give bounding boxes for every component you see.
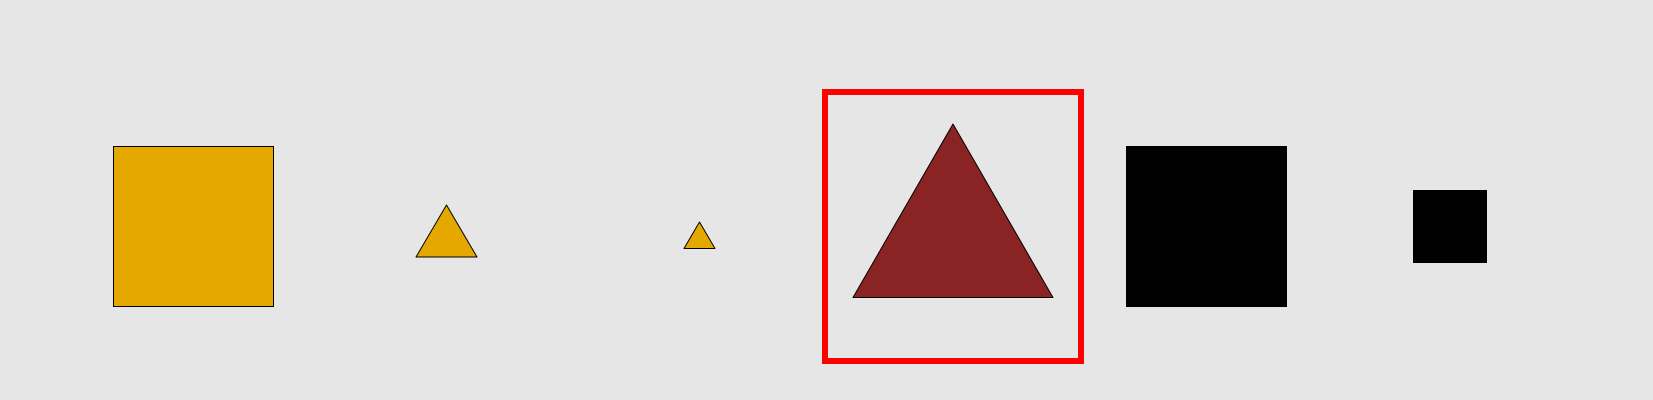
black-square-small — [1413, 190, 1487, 263]
dark-red-triangle — [852, 123, 1054, 298]
selection-box — [822, 89, 1084, 364]
orange-triangle-small — [683, 221, 716, 249]
orange-square — [113, 146, 274, 307]
orange-triangle-medium — [415, 204, 478, 258]
black-square-large — [1126, 146, 1287, 307]
